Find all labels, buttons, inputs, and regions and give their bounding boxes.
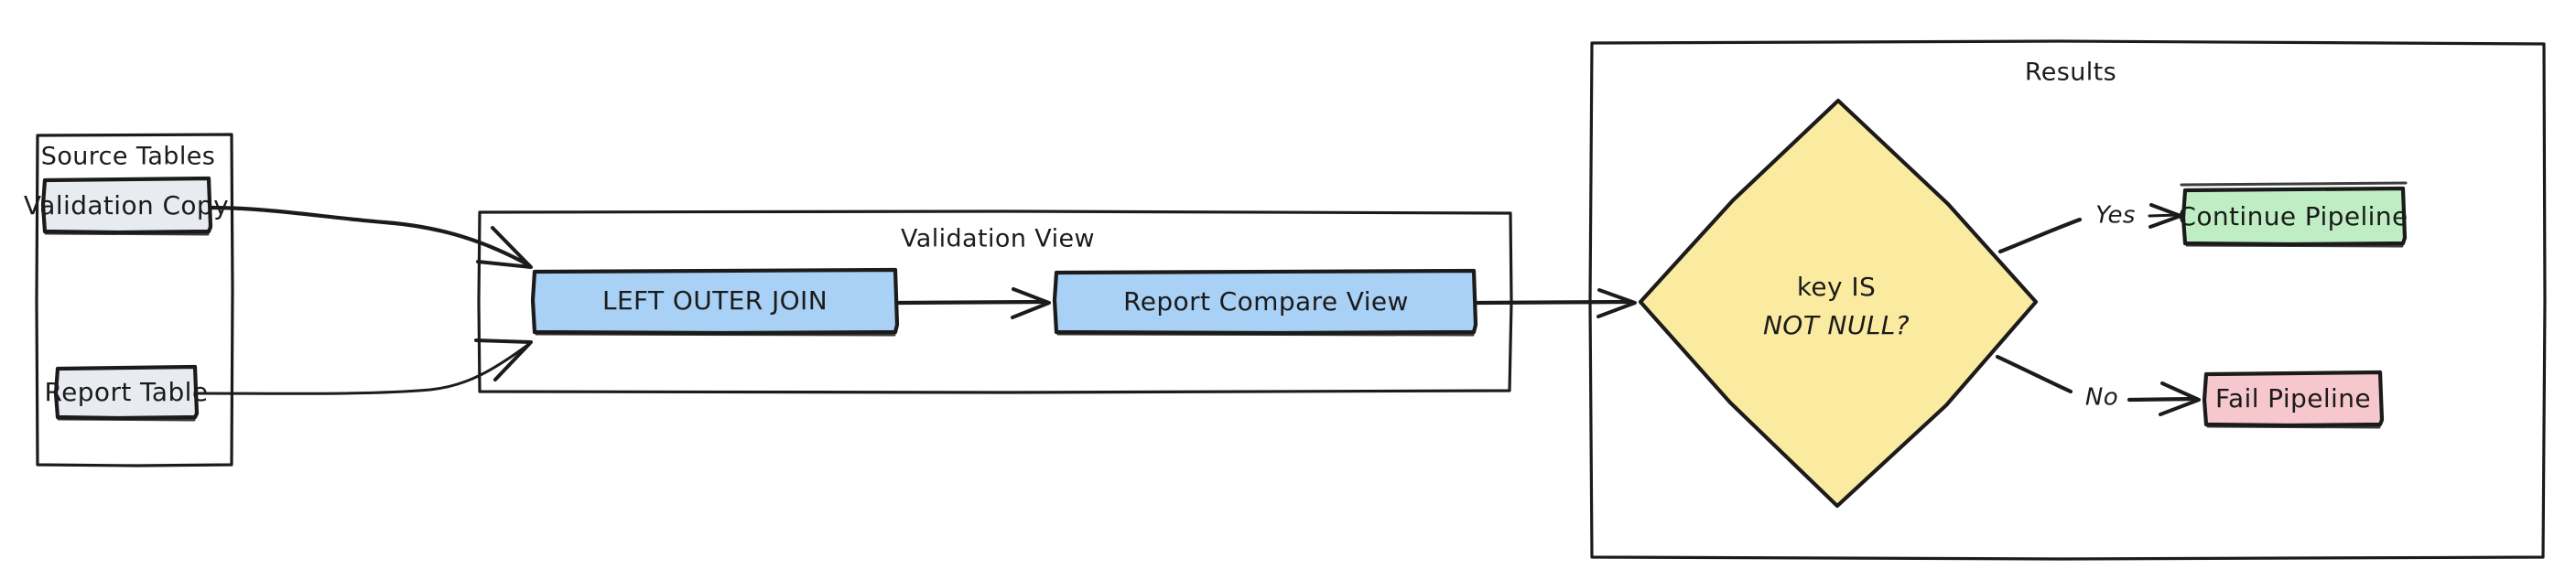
edge-label-yes: Yes — [2095, 202, 2136, 230]
node-key-is-not-null[interactable]: key IS NOT NULL? — [1638, 98, 2039, 509]
validation-copy-box — [40, 176, 213, 235]
left-outer-join-box — [530, 267, 900, 336]
edge-report-table-to-join — [196, 338, 533, 395]
report-table-label: Report Table — [45, 377, 209, 407]
fail-pipeline-box — [2202, 370, 2385, 428]
node-left-outer-join[interactable]: LEFT OUTER JOIN — [530, 267, 900, 337]
edge-validation-copy-to-join — [208, 205, 533, 269]
left-outer-join-shadow — [535, 332, 896, 337]
report-table-box — [53, 364, 200, 421]
results-title: Results — [2025, 59, 2116, 87]
key-is-not-null-diamond — [1638, 98, 2039, 509]
continue-pipeline-shadow-top — [2180, 181, 2408, 187]
node-validation-copy[interactable]: Validation Copy — [24, 176, 229, 236]
validation-copy-shadow — [44, 231, 210, 236]
continue-pipeline-box — [2181, 186, 2408, 247]
continue-pipeline-shadow-bottom — [2185, 243, 2404, 248]
validation-view-title: Validation View — [901, 225, 1095, 253]
edge-decision-no: No — [1995, 354, 2201, 416]
validation-copy-label: Validation Copy — [24, 190, 229, 220]
report-compare-view-label: Report Compare View — [1123, 286, 1409, 317]
node-continue-pipeline[interactable]: Continue Pipeline — [2178, 181, 2408, 248]
edge-compare-to-decision — [1475, 288, 1637, 318]
key-is-not-null-label-line1: key IS — [1797, 272, 1876, 302]
fail-pipeline-shadow — [2206, 424, 2381, 429]
continue-pipeline-label: Continue Pipeline — [2178, 201, 2408, 231]
report-compare-view-box — [1052, 268, 1478, 336]
edge-join-to-compare — [896, 287, 1051, 319]
edge-decision-yes: Yes — [1997, 202, 2182, 254]
source-tables-title-visible: Source Tables — [41, 143, 215, 171]
left-outer-join-label: LEFT OUTER JOIN — [602, 285, 828, 316]
node-report-table[interactable]: Report Table — [45, 364, 209, 422]
node-report-compare-view[interactable]: Report Compare View — [1052, 268, 1478, 337]
key-is-not-null-label-line2: NOT NULL? — [1763, 310, 1910, 340]
report-compare-view-shadow — [1056, 332, 1475, 337]
node-fail-pipeline[interactable]: Fail Pipeline — [2202, 370, 2385, 429]
fail-pipeline-label: Fail Pipeline — [2215, 383, 2371, 414]
report-table-shadow — [57, 417, 196, 422]
edge-label-no: No — [2085, 384, 2118, 412]
